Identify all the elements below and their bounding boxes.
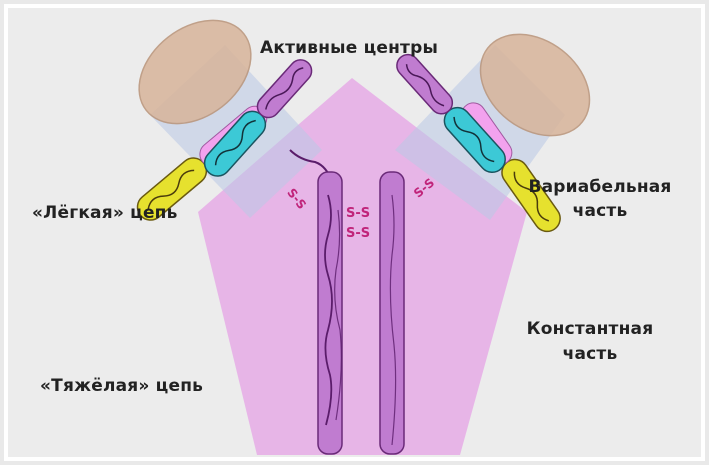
constant-part-label-line1: Константная bbox=[515, 318, 665, 340]
heavy-chain-label: «Тяжёлая» цепь bbox=[40, 375, 203, 397]
right-heavy-stem bbox=[380, 172, 404, 454]
constant-part-label-line2: часть bbox=[515, 343, 665, 365]
hinge-bond-top: S-S bbox=[346, 206, 370, 221]
variable-part-label-line1: Вариабельная bbox=[525, 176, 675, 198]
light-chain-label: «Лёгкая» цепь bbox=[32, 202, 178, 224]
active-centers-label: Активные центры bbox=[260, 37, 438, 59]
hinge-bond-bottom: S-S bbox=[346, 226, 370, 241]
variable-part-label-line2: часть bbox=[525, 200, 675, 222]
